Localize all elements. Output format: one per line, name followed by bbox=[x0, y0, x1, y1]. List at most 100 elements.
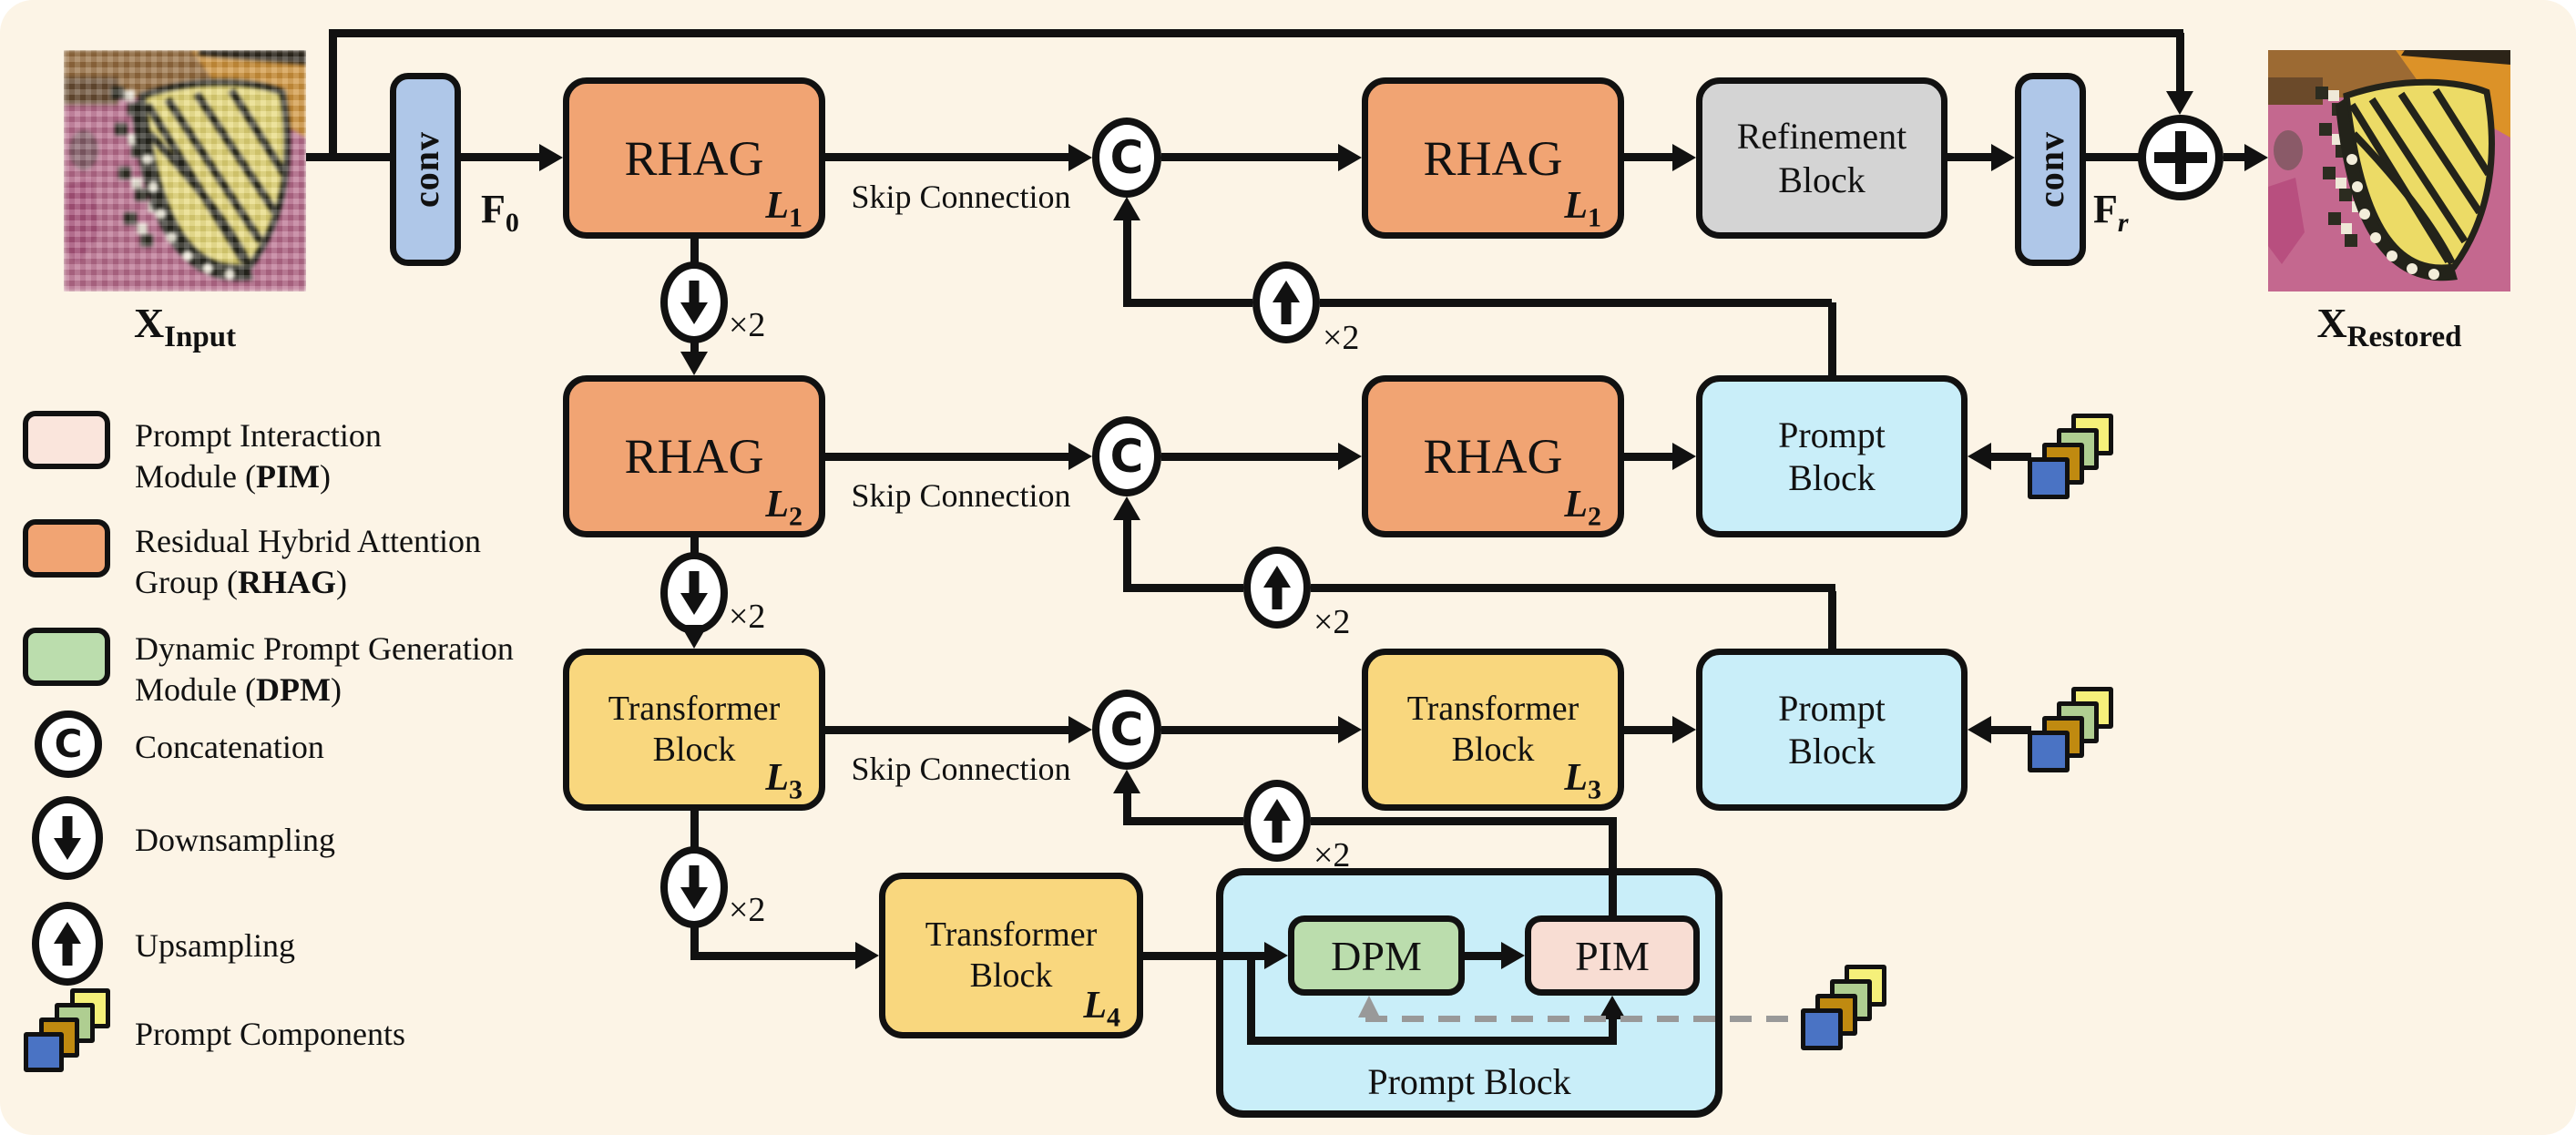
legend-pim-label: Prompt Interaction Module (PIM) bbox=[135, 417, 382, 495]
level-tag-l3: L3 bbox=[765, 757, 802, 805]
prompt-label-line2: Block bbox=[1788, 731, 1876, 772]
legend-concat-node: C bbox=[35, 711, 102, 778]
legend-dpm-swatch bbox=[23, 628, 110, 686]
legend-downsampling-label: Downsampling bbox=[135, 822, 335, 858]
upsample-node-3 bbox=[1243, 780, 1311, 862]
level-tag-l3: L3 bbox=[1564, 757, 1601, 805]
connector-skip3 bbox=[825, 726, 1068, 734]
downsample-node-1 bbox=[660, 261, 728, 343]
arrowhead-tb3 bbox=[680, 625, 708, 649]
downsample-node-3 bbox=[660, 846, 728, 928]
prompt-square-blue bbox=[24, 1032, 64, 1072]
legend-upsample-node bbox=[32, 902, 103, 986]
upsample-factor-3: ×2 bbox=[1314, 836, 1351, 874]
transformer-label-line1: Transformer bbox=[925, 915, 1098, 955]
connector-rhag2d-prompt2 bbox=[1624, 453, 1672, 461]
rhag-label: RHAG bbox=[624, 130, 764, 186]
arrowhead-tb4 bbox=[855, 942, 879, 969]
plus-icon bbox=[2175, 131, 2186, 184]
arrowhead-rhag1d bbox=[1338, 144, 1362, 171]
connector-components3 bbox=[1991, 726, 2031, 734]
prompt-label-line2: Block bbox=[1788, 457, 1876, 498]
connector-tb4-dpm bbox=[1143, 952, 1264, 960]
upsample-node-1 bbox=[1252, 261, 1320, 343]
rhag-label: RHAG bbox=[1423, 130, 1563, 186]
transformer-label-line1: Transformer bbox=[608, 690, 781, 729]
connector-concat1-rhag1d bbox=[1161, 153, 1338, 161]
sum-node bbox=[2138, 115, 2223, 200]
arrowhead-pim bbox=[1501, 942, 1525, 969]
arrowhead-conv2 bbox=[1991, 144, 2015, 171]
conv-label: conv bbox=[2029, 131, 2071, 208]
connector-components4-dashed bbox=[1365, 1016, 1801, 1022]
connector-prompt3-up2 bbox=[1828, 591, 1836, 649]
transformer-label-line1: Transformer bbox=[1406, 690, 1579, 729]
connector-conv2-sum bbox=[2086, 153, 2142, 161]
arrowhead-prompt3 bbox=[1672, 716, 1696, 743]
level-tag-l2: L2 bbox=[765, 484, 802, 532]
arrowhead-rhag2d bbox=[1338, 443, 1362, 470]
connector-tb3d-prompt3 bbox=[1624, 726, 1672, 734]
f0-label: F0 bbox=[481, 187, 519, 238]
arrowhead-rhag2 bbox=[680, 352, 708, 375]
connector-skip1 bbox=[825, 153, 1068, 161]
connector-down3 bbox=[690, 809, 699, 848]
input-image bbox=[64, 50, 306, 291]
prompt-square-blue bbox=[2028, 731, 2070, 772]
prompt-block-3: Prompt Block bbox=[1696, 649, 1968, 811]
transformer-label-line2: Block bbox=[969, 956, 1053, 995]
prompt-square-blue bbox=[1801, 1008, 1843, 1050]
concat-icon: C bbox=[1109, 703, 1144, 756]
arrowhead-into-pim-bottom bbox=[1599, 996, 1626, 1019]
prompt-block-2: Prompt Block bbox=[1696, 375, 1968, 537]
level-tag-l4: L4 bbox=[1083, 985, 1120, 1033]
connector-pim-up bbox=[1609, 824, 1617, 915]
prompt-square-blue bbox=[2028, 457, 2070, 499]
up-arrow-icon bbox=[1273, 281, 1300, 324]
rhag-label: RHAG bbox=[1423, 429, 1563, 484]
concat-node-1: C bbox=[1092, 118, 1161, 198]
rhag-block-l2-encoder: RHAG L2 bbox=[563, 375, 825, 537]
connector-up2-h bbox=[1311, 584, 1835, 592]
conv-block-output: conv bbox=[2015, 73, 2086, 266]
prompt-block-expanded-label: Prompt Block bbox=[1367, 1061, 1571, 1102]
level-tag-l1: L1 bbox=[765, 185, 802, 233]
dpm-block: DPM bbox=[1288, 915, 1465, 996]
connector-sum-output bbox=[2223, 153, 2246, 161]
rhag-label: RHAG bbox=[624, 429, 764, 484]
prompt-label-line1: Prompt bbox=[1778, 687, 1886, 729]
rhag-block-l1-decoder: RHAG L1 bbox=[1362, 77, 1624, 239]
legend-downsample-node bbox=[32, 796, 103, 880]
refinement-block: Refinement Block bbox=[1696, 77, 1947, 239]
connector-branch-h bbox=[1247, 1037, 1617, 1045]
connector-up1-h bbox=[1320, 299, 1832, 307]
rhag-block-l1-encoder: RHAG L1 bbox=[563, 77, 825, 239]
connector-prompt2-up1 bbox=[1828, 302, 1836, 375]
arrowhead-concat1 bbox=[1068, 144, 1092, 171]
connector-dpm-pim bbox=[1465, 952, 1501, 960]
arrowhead-output bbox=[2244, 144, 2268, 171]
rhag-block-l2-decoder: RHAG L2 bbox=[1362, 375, 1624, 537]
level-tag-l1: L1 bbox=[1564, 185, 1601, 233]
concat-node-2: C bbox=[1092, 416, 1161, 496]
arrowhead-dpm bbox=[1264, 942, 1288, 969]
connector-branch-up bbox=[1609, 1017, 1617, 1045]
transformer-label-line2: Block bbox=[1451, 731, 1535, 769]
prompt-label-line1: Prompt bbox=[1778, 414, 1886, 455]
arrowhead-into-concat1 bbox=[1113, 197, 1140, 220]
refinement-label-line2: Block bbox=[1778, 158, 1866, 200]
connector-refine-conv2 bbox=[1947, 153, 1991, 161]
up-arrow-icon bbox=[1263, 799, 1291, 843]
concat-node-3: C bbox=[1092, 690, 1161, 770]
arrowhead-concat2 bbox=[1068, 443, 1092, 470]
arrowhead-into-concat2 bbox=[1113, 496, 1140, 520]
pim-block: PIM bbox=[1525, 915, 1700, 996]
arrowhead-concat3 bbox=[1068, 716, 1092, 743]
up-arrow-icon bbox=[54, 922, 81, 966]
butterfly-degraded-image bbox=[64, 50, 306, 291]
restored-image bbox=[2268, 50, 2510, 291]
arrowhead-into-sum bbox=[2166, 91, 2193, 115]
arrowhead-tb3d bbox=[1338, 716, 1362, 743]
